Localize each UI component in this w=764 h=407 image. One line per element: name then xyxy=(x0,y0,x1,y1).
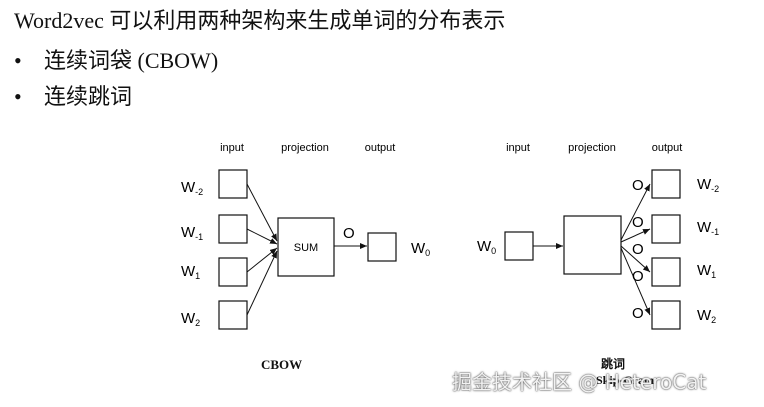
word-label: W1 xyxy=(697,262,716,280)
cbow-arrow-w-2 xyxy=(246,183,278,242)
input-box xyxy=(218,257,248,287)
watermark: 掘金技术社区 @ HeteroCat xyxy=(452,370,707,394)
skipgram-caption-chinese: 跳词 xyxy=(601,357,626,371)
skipgram-diagram: input projection output W0 O O O O O W-2… xyxy=(477,142,719,330)
cbow-o-label: O xyxy=(343,225,355,242)
skipgram-o-label: O xyxy=(632,177,644,194)
cbow-arrow-w-1 xyxy=(246,228,278,245)
cbow-sum-box xyxy=(277,217,335,277)
output-box xyxy=(651,169,681,199)
bullet-item-cbow: • 连续词袋 (CBOW) xyxy=(14,46,218,76)
cbow-arrow-w2 xyxy=(246,250,278,316)
skipgram-caption: Skip-Gram xyxy=(596,373,655,387)
skipgram-output-word-w2: W2 xyxy=(651,300,716,330)
skipgram-input-header: input xyxy=(506,142,530,154)
slide-title: Word2vec 可以利用两种架构来生成单词的分布表示 xyxy=(14,8,506,33)
cbow-caption: CBOW xyxy=(261,357,303,372)
cbow-input-word-w1: W1 xyxy=(181,257,248,287)
skipgram-arrow-w2 xyxy=(620,247,651,316)
cbow-output-box xyxy=(367,232,397,262)
bullet-dot: • xyxy=(14,84,22,109)
cbow-input-word-w-1: W-1 xyxy=(181,214,248,244)
input-box xyxy=(218,169,248,199)
skipgram-o-label: O xyxy=(632,268,644,285)
output-box xyxy=(651,300,681,330)
word-label: W-1 xyxy=(181,224,203,242)
bullet-dot: • xyxy=(14,48,22,73)
skipgram-projection-box xyxy=(563,215,622,275)
skipgram-input-box xyxy=(504,231,534,261)
skipgram-o-label: O xyxy=(632,241,644,258)
skipgram-output-word-w-1: W-1 xyxy=(651,214,719,244)
output-box xyxy=(651,257,681,287)
cbow-input-word-w-2: W-2 xyxy=(181,169,248,199)
skipgram-o-label: O xyxy=(632,305,644,322)
skipgram-arrow-w-1 xyxy=(620,228,651,243)
word-label: W2 xyxy=(181,310,200,328)
cbow-output-header: output xyxy=(365,142,396,154)
input-box xyxy=(218,214,248,244)
skipgram-projection-header: projection xyxy=(568,142,616,154)
bullet-text: 连续跳词 xyxy=(44,84,133,109)
bullet-item-skipgram: • 连续跳词 xyxy=(14,82,132,112)
cbow-projection-header: projection xyxy=(281,142,329,154)
skipgram-arrow-w-2 xyxy=(620,183,651,241)
skipgram-output-header: output xyxy=(652,142,683,154)
cbow-sum-label: SUM xyxy=(294,242,318,254)
input-box xyxy=(218,300,248,330)
skipgram-output-word-w1: W1 xyxy=(651,257,716,287)
word-label: W-1 xyxy=(697,219,719,237)
cbow-diagram: input projection output W-2 W-1 W1 W2 SU… xyxy=(181,142,430,330)
output-box xyxy=(651,214,681,244)
cbow-input-word-w2: W2 xyxy=(181,300,248,330)
word-label: W-2 xyxy=(697,176,719,194)
cbow-output-word: W0 xyxy=(411,240,430,258)
skipgram-input-word: W0 xyxy=(477,238,496,256)
skipgram-o-label: O xyxy=(632,214,644,231)
word-label: W2 xyxy=(697,307,716,325)
cbow-input-header: input xyxy=(220,142,244,154)
skipgram-arrow-w1 xyxy=(620,245,651,273)
word-label: W1 xyxy=(181,263,200,281)
skipgram-output-word-w-2: W-2 xyxy=(651,169,719,199)
word-label: W-2 xyxy=(181,179,203,197)
bullet-text: 连续词袋 (CBOW) xyxy=(44,48,219,73)
